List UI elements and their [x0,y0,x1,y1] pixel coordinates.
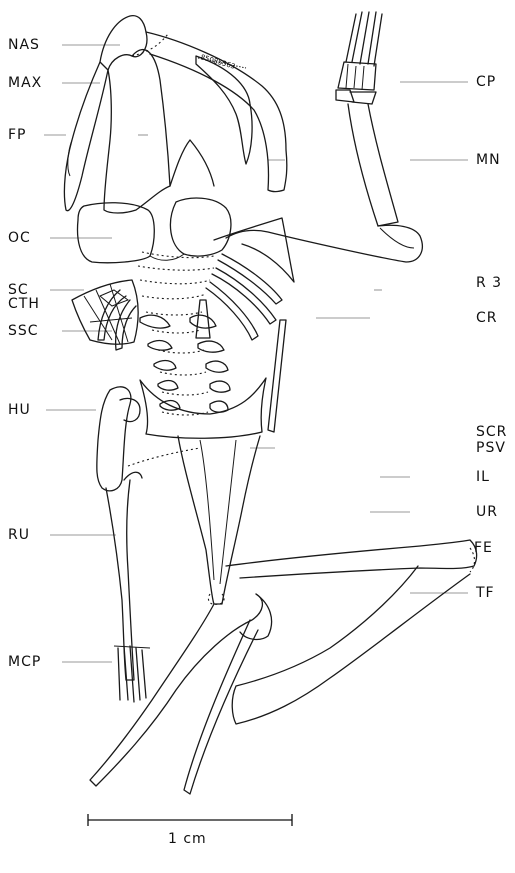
label-scr: SCR [476,425,507,439]
label-max: MAX [8,76,42,90]
scale-bar-label: 1 cm [168,832,207,846]
label-mcp: MCP [8,655,41,669]
label-cth: CTH [8,297,40,311]
left-forelimb [97,387,150,702]
label-r3: R 3 [476,276,502,290]
label-tf: TF [476,586,495,600]
scale-bar [88,814,292,826]
label-il: IL [476,470,490,484]
right-forelimb [226,12,422,262]
label-cr: CR [476,311,498,325]
label-ur: UR [476,505,498,519]
label-ssc: SSC [8,324,39,338]
label-nas: NAS [8,38,40,52]
label-fe: FE [474,541,493,555]
label-ru: RU [8,528,30,542]
leader-lines [44,45,468,662]
label-cp: CP [476,75,496,89]
label-sc: SC [8,283,29,297]
label-mn: MN [476,153,501,167]
label-hu: HU [8,403,31,417]
label-fp: FP [8,128,27,142]
label-oc: OC [8,231,31,245]
hindlimbs [90,540,477,794]
skull [64,16,286,263]
label-psv: PSV [476,441,506,455]
